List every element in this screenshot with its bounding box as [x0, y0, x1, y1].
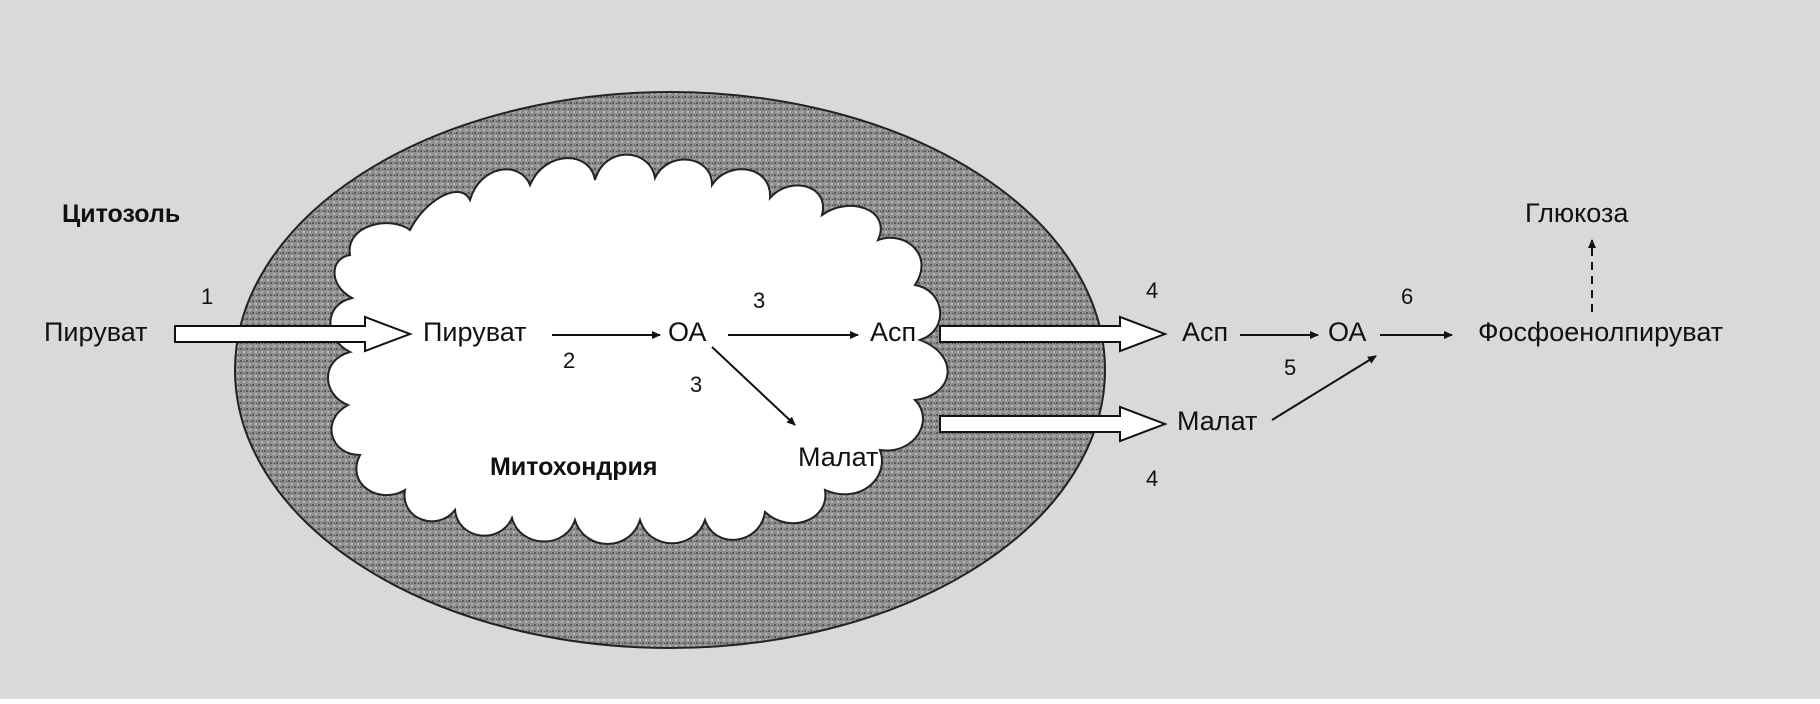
asp-cytosol-label: Асп — [1182, 317, 1228, 347]
mitochondrial-matrix — [328, 155, 948, 544]
step-number: 6 — [1401, 284, 1413, 309]
pep-label: Фосфоенолпируват — [1478, 317, 1723, 347]
pyruvate-matrix-label: Пируват — [423, 317, 527, 347]
cytosol-label: Цитозоль — [62, 200, 180, 228]
malate-matrix-label: Малат — [798, 442, 878, 472]
oa-matrix-label: ОА — [668, 317, 706, 347]
step-number: 5 — [1284, 355, 1296, 380]
mitochondrion-label: Митохондрия — [490, 453, 658, 481]
asp-matrix-label: Асп — [870, 317, 916, 347]
pyruvate-cytosol-label: Пируват — [44, 317, 148, 347]
step-number: 3 — [753, 288, 765, 313]
step-number: 3 — [690, 372, 702, 397]
step-number: 1 — [201, 284, 213, 309]
step-number: 4 — [1146, 466, 1158, 491]
malate-cytosol-label: Малат — [1177, 406, 1257, 436]
glucose-label: Глюкоза — [1525, 198, 1629, 228]
oa-cytosol-label: ОА — [1328, 317, 1366, 347]
step-number: 2 — [563, 348, 575, 373]
step-number: 4 — [1146, 278, 1158, 303]
